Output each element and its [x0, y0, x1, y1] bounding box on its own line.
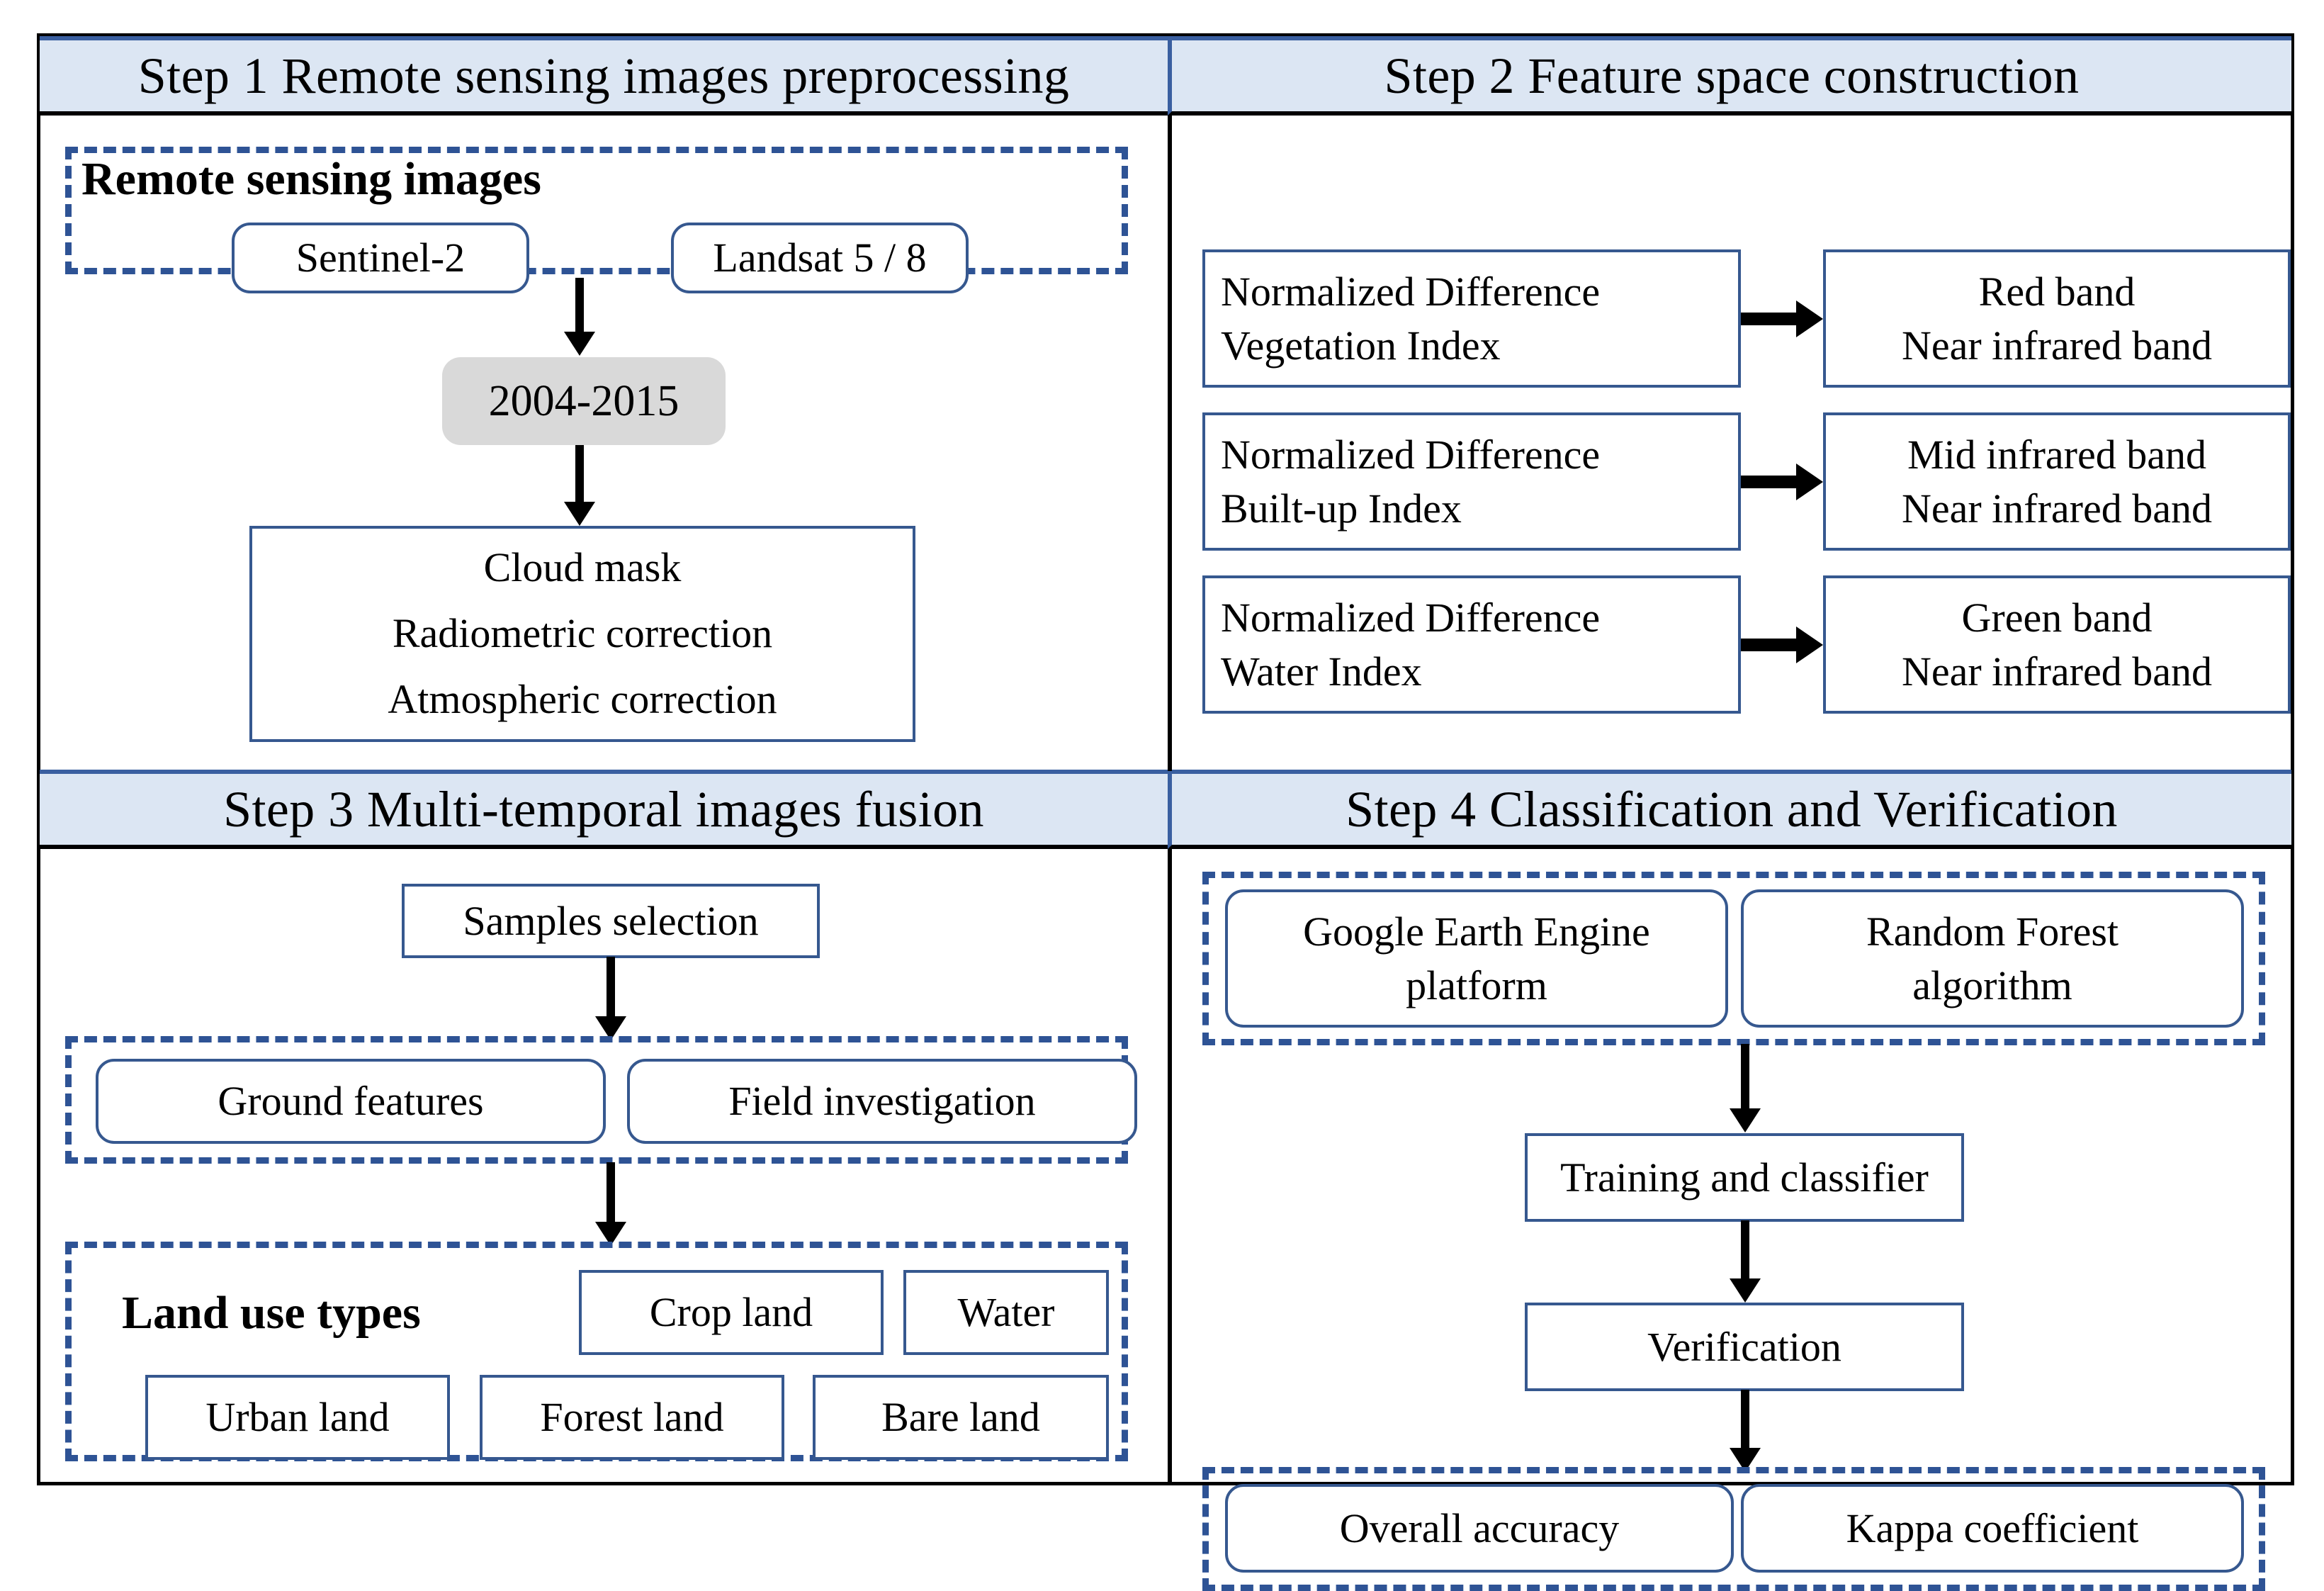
sample-source-field-investigation[interactable]: Field investigation [627, 1059, 1137, 1144]
training-classifier-box[interactable]: Training and classifier [1525, 1133, 1964, 1222]
step4-title: Step 4 Classification and Verification [1346, 780, 2118, 838]
remote-sensing-images-group [65, 147, 1128, 274]
land-use-type-label: Forest land [540, 1394, 724, 1441]
step2-header: Step 2 Feature space construction [1168, 36, 2291, 116]
tool-box-google-earth-engine[interactable]: Google Earth Engine platform [1225, 889, 1728, 1028]
verification-label: Verification [1647, 1323, 1841, 1370]
tool-box-random-forest[interactable]: Random Forest algorithm [1741, 889, 2244, 1028]
index-line: Built-up Index [1221, 485, 1462, 532]
source-label: Sentinel-2 [295, 235, 466, 281]
preprocessing-step: Cloud mask [483, 544, 682, 591]
methodology-flowchart: Step 1 Remote sensing images preprocessi… [37, 33, 2294, 1591]
step1-header: Step 1 Remote sensing images preprocessi… [40, 36, 1168, 116]
index-box-ndwi[interactable]: Normalized Difference Water Index [1202, 575, 1741, 714]
metric-label: Overall accuracy [1339, 1505, 1620, 1551]
step1-title: Step 1 Remote sensing images preprocessi… [137, 47, 1070, 104]
land-use-type-crop-land[interactable]: Crop land [579, 1270, 884, 1355]
metric-box-overall-accuracy[interactable]: Overall accuracy [1225, 1484, 1734, 1573]
tool-line: Random Forest [1866, 909, 2119, 955]
index-line: Water Index [1221, 648, 1422, 695]
index-box-ndbi[interactable]: Normalized Difference Built-up Index [1202, 412, 1741, 551]
index-box-ndvi[interactable]: Normalized Difference Vegetation Index [1202, 249, 1741, 388]
step3-header: Step 3 Multi-temporal images fusion [40, 770, 1168, 849]
preprocessing-step: Radiometric correction [392, 610, 773, 657]
band-line: Near infrared band [1902, 322, 2212, 369]
period-label: 2004-2015 [488, 376, 679, 425]
band-box-ndwi[interactable]: Green band Near infrared band [1823, 575, 2291, 714]
preprocessing-step: Atmospheric correction [388, 675, 777, 722]
band-line: Mid infrared band [1907, 432, 2206, 478]
land-use-types-label: Land use types [122, 1287, 421, 1339]
index-line: Normalized Difference [1221, 595, 1601, 641]
samples-selection-box[interactable]: Samples selection [402, 884, 820, 958]
period-box: 2004-2015 [442, 357, 726, 445]
step2-title: Step 2 Feature space construction [1384, 47, 2080, 104]
tool-line: Google Earth Engine [1303, 909, 1650, 955]
step3-title: Step 3 Multi-temporal images fusion [223, 780, 984, 838]
source-box-landsat[interactable]: Landsat 5 / 8 [671, 223, 969, 293]
band-box-ndvi[interactable]: Red band Near infrared band [1823, 249, 2291, 388]
index-line: Normalized Difference [1221, 269, 1601, 315]
land-use-type-bare-land[interactable]: Bare land [813, 1375, 1109, 1460]
land-use-type-label: Crop land [649, 1289, 813, 1336]
step4-header: Step 4 Classification and Verification [1168, 770, 2291, 849]
source-box-sentinel[interactable]: Sentinel-2 [232, 223, 529, 293]
band-line: Red band [1978, 269, 2136, 315]
preprocessing-box[interactable]: Cloud mask Radiometric correction Atmosp… [249, 526, 915, 742]
index-line: Normalized Difference [1221, 432, 1601, 478]
land-use-type-label: Water [957, 1289, 1055, 1336]
band-box-ndbi[interactable]: Mid infrared band Near infrared band [1823, 412, 2291, 551]
sample-source-label: Ground features [218, 1078, 484, 1125]
training-classifier-label: Training and classifier [1560, 1154, 1929, 1201]
vertical-divider-top [1168, 116, 1172, 771]
samples-selection-label: Samples selection [463, 897, 759, 944]
sample-source-ground-features[interactable]: Ground features [96, 1059, 606, 1144]
land-use-type-label: Bare land [881, 1394, 1040, 1441]
platform-algorithm-group [1202, 872, 2265, 1045]
land-use-type-label: Urban land [205, 1394, 390, 1441]
vertical-divider-bottom [1168, 849, 1172, 1483]
source-label: Landsat 5 / 8 [713, 235, 927, 281]
sample-source-label: Field investigation [728, 1078, 1036, 1125]
band-line: Near infrared band [1902, 648, 2212, 695]
land-use-type-water[interactable]: Water [903, 1270, 1109, 1355]
verification-box[interactable]: Verification [1525, 1303, 1964, 1391]
band-line: Near infrared band [1902, 485, 2212, 532]
tool-line: platform [1406, 962, 1547, 1008]
tool-line: algorithm [1912, 962, 2072, 1008]
index-line: Vegetation Index [1221, 322, 1501, 369]
land-use-type-forest-land[interactable]: Forest land [480, 1375, 784, 1460]
land-use-type-urban-land[interactable]: Urban land [145, 1375, 450, 1460]
metric-label: Kappa coefficient [1846, 1505, 2139, 1551]
band-line: Green band [1961, 595, 2153, 641]
remote-sensing-images-label: Remote sensing images [81, 153, 541, 205]
metric-box-kappa-coefficient[interactable]: Kappa coefficient [1741, 1484, 2244, 1573]
